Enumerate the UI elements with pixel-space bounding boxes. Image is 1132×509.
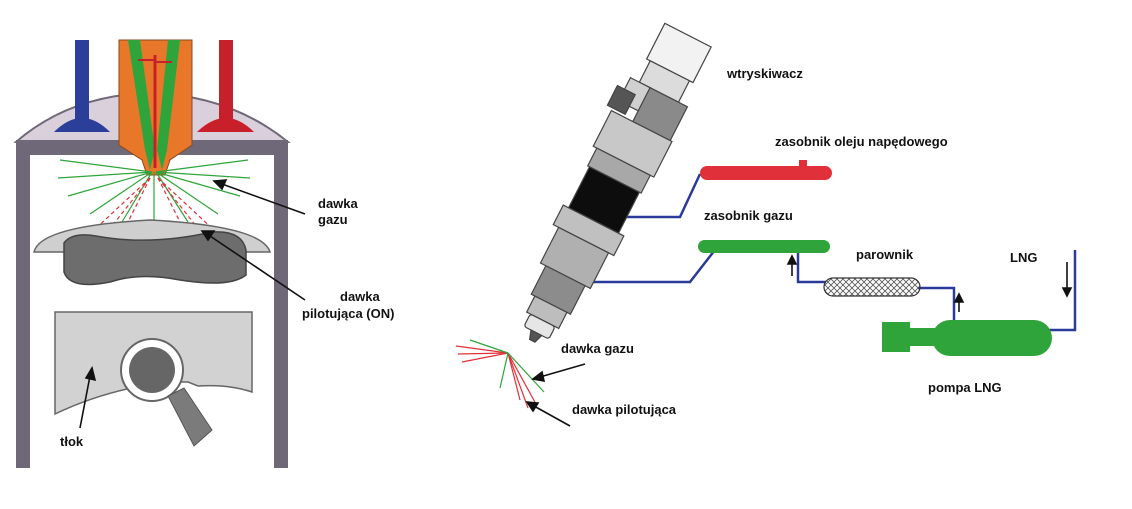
lng-pump	[882, 320, 1052, 356]
flow-arrows	[786, 254, 1073, 312]
exhaust-valve	[197, 40, 254, 132]
label-lng-pump: pompa LNG	[928, 380, 1002, 395]
injector-cross-section	[118, 39, 193, 176]
gas-spray-left	[57, 159, 251, 223]
label-vaporizer: parownik	[856, 247, 914, 262]
gas-rail	[698, 240, 830, 253]
piston-crown	[33, 219, 272, 286]
vaporizer	[823, 277, 921, 297]
label-gas-rail: zasobnik gazu	[704, 208, 793, 223]
pilot-spray-left	[91, 177, 217, 239]
cylinder-wall-left	[16, 140, 30, 468]
label-diesel-rail: zasobnik oleju napędowego	[775, 134, 948, 149]
label-pilot-dose-right: dawka pilotująca	[572, 402, 677, 417]
label-gas-dose-right: dawka gazu	[561, 341, 634, 356]
label-gas-dose-left: dawka gazu	[318, 196, 361, 227]
diesel-rail	[700, 160, 832, 180]
piston-body	[54, 311, 253, 447]
label-piston: tłok	[60, 434, 84, 449]
pointer-arrows-left	[79, 179, 306, 429]
fuel-system: wtryskiwacz zasobnik oleju napędowego za…	[455, 22, 1077, 427]
engine-cylinder: dawka gazu dawka pilotująca (ON) tłok	[13, 39, 394, 468]
label-injector: wtryskiwacz	[726, 66, 803, 81]
inlet-valve	[54, 40, 110, 132]
supply-lines	[578, 173, 1077, 332]
label-lng: LNG	[1010, 250, 1037, 265]
label-pilot-dose-left: dawka pilotująca (ON)	[302, 289, 394, 321]
pointer-arrows-right	[525, 363, 586, 427]
cylinder-wall-right	[274, 140, 288, 468]
injector-body	[524, 22, 712, 343]
spray-right	[455, 339, 545, 409]
